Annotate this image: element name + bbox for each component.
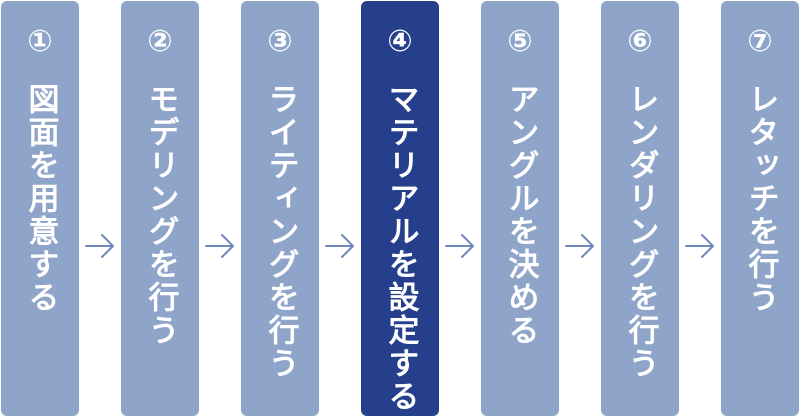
step-label: アングルを決める: [502, 83, 539, 347]
arrow-right-icon: [564, 232, 596, 260]
step-label: ライティングを行う: [262, 83, 299, 380]
step-number: ④: [387, 24, 413, 59]
step-number: ③: [267, 24, 293, 59]
step-2: ② モデリングを行う: [121, 1, 199, 416]
step-label: レタッチを行う: [742, 83, 779, 314]
step-number: ①: [27, 24, 53, 59]
arrow-right-icon: [204, 232, 236, 260]
step-number: ②: [147, 24, 173, 59]
step-label: モデリングを行う: [142, 83, 179, 347]
step-3: ③ ライティングを行う: [241, 1, 319, 416]
step-number: ⑦: [747, 24, 773, 59]
step-label: マテリアルを設定する: [382, 83, 419, 413]
step-1: ① 図面を用意する: [1, 1, 79, 416]
step-number: ⑥: [627, 24, 653, 59]
step-number: ⑤: [507, 24, 533, 59]
step-4: ④ マテリアルを設定する: [361, 1, 439, 416]
step-label: レンダリングを行う: [622, 83, 659, 380]
arrow-right-icon: [324, 232, 356, 260]
step-6: ⑥ レンダリングを行う: [601, 1, 679, 416]
arrow-right-icon: [84, 232, 116, 260]
step-label: 図面を用意する: [22, 83, 59, 314]
step-7: ⑦ レタッチを行う: [721, 1, 799, 416]
step-5: ⑤ アングルを決める: [481, 1, 559, 416]
arrow-right-icon: [444, 232, 476, 260]
arrow-right-icon: [684, 232, 716, 260]
